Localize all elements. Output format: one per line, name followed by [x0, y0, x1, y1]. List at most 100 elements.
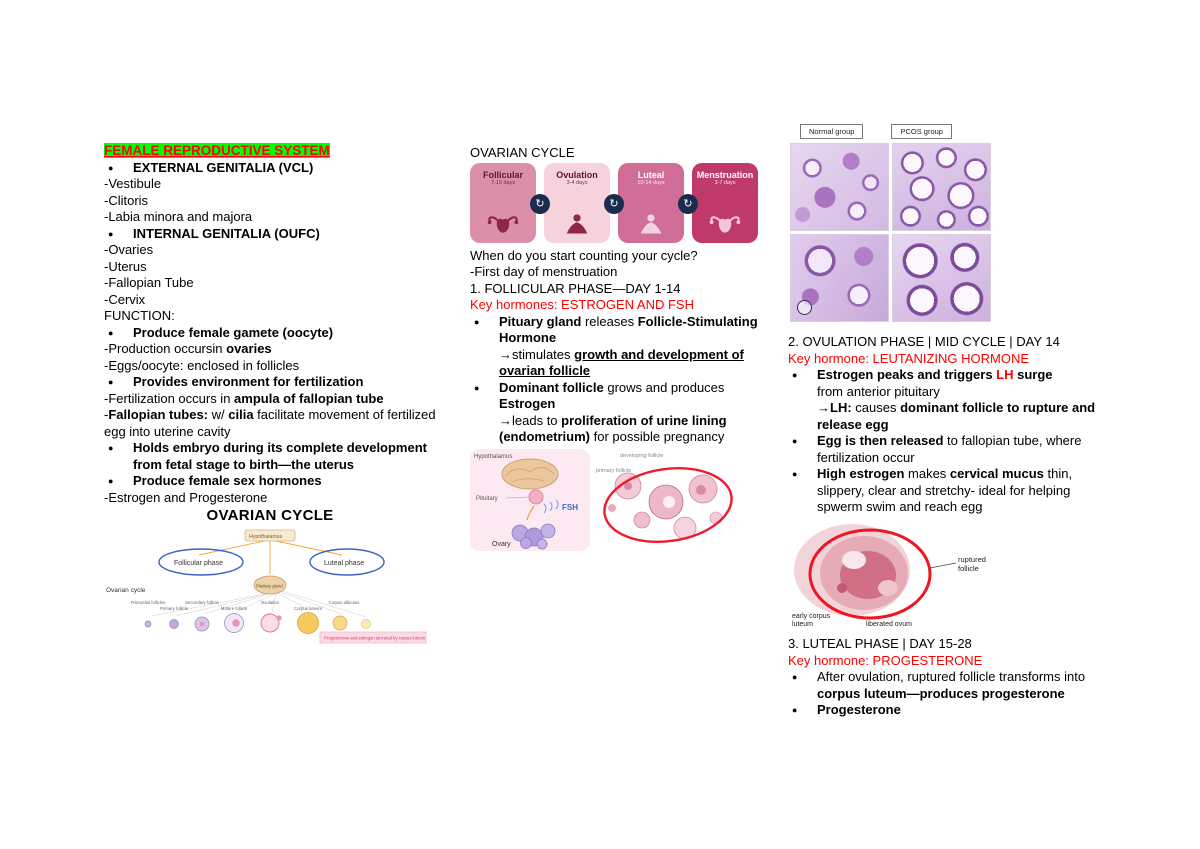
tissue-dot	[837, 582, 847, 593]
stage-label: Ovulation	[261, 600, 280, 605]
text-segment: growth and development of ovarian follic…	[499, 346, 744, 379]
phase-days: 7-10 days	[490, 179, 516, 186]
text-segment: Dominant follicle	[499, 379, 604, 395]
text-line: -Fallopian Tube	[104, 275, 194, 290]
text-segment: dominant follicle to rupture and release…	[817, 400, 1096, 432]
text-segment: corpus luteum—produces progesterone	[817, 685, 1065, 701]
red-annotation-ellipse	[603, 466, 733, 543]
function-heading: FUNCTION:	[104, 308, 175, 323]
text-segment: Produce female sex hormones	[133, 473, 322, 488]
pituitary-label: Pituitary gland	[256, 584, 283, 589]
text-segment: LH	[996, 367, 1014, 382]
text-segment: for possible pregnancy	[590, 429, 725, 444]
text-line: -Clitoris	[104, 192, 149, 208]
bullet-icon: ●	[108, 228, 114, 239]
question-line: When do you start counting your cycle?	[470, 247, 698, 263]
fsh-label: FSH	[562, 503, 578, 512]
text-segment: →stimulates	[499, 346, 575, 362]
stage-label: Corpus luteum	[294, 606, 322, 611]
follicle-histology	[603, 466, 733, 543]
diagram-banner	[319, 631, 427, 644]
cycle-phases-figure: Follicular 7-10 days ↻ Ovulation 3-4 day…	[470, 162, 760, 245]
arrow-line: →stimulates growth and development of ov…	[470, 347, 762, 380]
text-segment: LH:	[830, 400, 852, 415]
ruptured-follicle-label-2: follicle	[958, 564, 979, 573]
text-segment: Fallopian tubes:	[108, 407, 209, 422]
text-segment: Holds embryo during its complete develop…	[133, 440, 427, 472]
text-segment: to fallopian tube, where fertilization o…	[817, 433, 1082, 465]
person-icon	[640, 213, 662, 233]
bullet-icon: ●	[792, 705, 798, 715]
phase-name: Ovulation	[556, 169, 598, 180]
list-item-corpus-luteum: ●After ovulation, ruptured follicle tran…	[788, 669, 1098, 702]
luteal-phase-label: Luteal phase	[324, 560, 364, 567]
text-segment: Egg is then released	[817, 433, 944, 448]
developing-follicle-label: developing follicle	[620, 453, 663, 459]
ovarian-cycle-heading-2: OVARIAN CYCLE	[470, 145, 575, 160]
bullet-icon: ●	[792, 469, 798, 479]
phase-luteal: Luteal 10-14 days	[618, 162, 684, 243]
text-segment: cilia	[228, 407, 254, 422]
bullet-icon: ●	[108, 443, 114, 453]
text-segment: After ovulation, ruptured follicle trans…	[817, 669, 1086, 684]
caption-pcos-group: PCOS group	[891, 124, 952, 139]
text-line: -Fallopian tubes: w/ cilia facilitate mo…	[104, 407, 436, 440]
list-item-embryo: ● Holds embryo during its complete develo…	[104, 440, 436, 473]
phase2-key-hormone: Key hormone: LEUTANIZING HORMONE	[788, 350, 1030, 366]
ovary-shape	[511, 523, 556, 549]
column-left: FEMALE REPRODUCTIVE SYSTEM ●EXTERNAL GEN…	[104, 143, 436, 651]
cycle-arrow-icon: ↻	[678, 193, 698, 214]
follicular-phase-label: Follicular phase	[174, 560, 223, 567]
text-segment: Provides environment for fertilization	[133, 374, 364, 389]
text-segment: Produce female gamete (oocyte)	[133, 324, 334, 340]
bullet-icon: ●	[108, 162, 114, 173]
text-segment: -Fertilization occurs in	[104, 390, 235, 406]
fsh-pathway-figure: Hypothalamus Pituitary FSH Ovary	[470, 448, 733, 551]
text-segment: grows and produces	[603, 379, 725, 395]
text-segment: →leads to	[499, 412, 562, 428]
phase-name: Follicular	[482, 169, 523, 180]
list-item-gamete: ● Produce female gamete (oocyte)	[104, 325, 436, 342]
list-item-hormones: ●Produce female sex hormones	[104, 473, 436, 490]
bullet-icon: ●	[474, 382, 480, 393]
column-middle: OVARIAN CYCLE Follicular 7-10 days ↻ Ovu…	[470, 145, 762, 556]
text-line: from anterior pituitary	[817, 383, 940, 399]
stage-label: Corpus albicans	[329, 600, 360, 605]
diagram-banner-label: Progesterone and estrogen secreted by co…	[324, 636, 426, 641]
histology-panel-pcos-1	[892, 143, 991, 231]
bullet-icon: ●	[108, 327, 114, 338]
ruptured-follicle-label-1: ruptured	[958, 555, 986, 564]
red-annotation-ellipse	[808, 528, 932, 619]
text-segment: Progesterone	[817, 702, 901, 717]
luteal-phase-ellipse	[309, 548, 385, 576]
diagram-side-label: Ovarian cycle	[106, 587, 146, 594]
text-segment: cervical mucus	[949, 466, 1044, 481]
hormone-arrows	[198, 540, 343, 574]
text-line: -Production occursin ovaries	[104, 341, 436, 358]
text-segment: Estrogen	[499, 396, 556, 411]
list-item-egg-released: ●Egg is then released to fallopian tube,…	[788, 433, 1098, 466]
text-segment: EXTERNAL GENITALIA (VCL)	[133, 159, 314, 175]
text-segment: Follicle-Stimulating Hormone	[499, 313, 758, 346]
text-segment: thin, slippery, clear and stretchy- idea…	[817, 466, 1073, 514]
text-segment: Estrogen peaks and triggers	[817, 367, 997, 382]
phase-ovulation: Ovulation 3-4 days	[544, 162, 610, 243]
text-segment: facilitate movement of fertilized egg in…	[104, 407, 436, 439]
arrow-line: →leads to proliferation of urine lining …	[470, 413, 762, 446]
text-segment: INTERNAL GENITALIA (OUFC)	[133, 225, 320, 241]
phase-menstruation: Menstruation 3-7 days	[692, 162, 758, 243]
follicle-stage-shapes	[144, 612, 371, 634]
hypothalamus-label: Hypothalamus	[474, 454, 512, 460]
bullet-icon: ●	[474, 316, 480, 327]
figure-captions: Normal group PCOS group	[800, 124, 994, 139]
cycle-arrow-icon: ↻	[530, 193, 550, 214]
text-segment: High estrogen	[817, 466, 905, 481]
text-segment: Pituary gland	[499, 313, 582, 329]
text-segment: ovaries	[226, 341, 272, 356]
liberated-ovum-label: liberated ovum	[866, 621, 912, 628]
histology-panel-normal-2	[790, 234, 889, 322]
text-segment: ampula of fallopian tube	[234, 390, 384, 406]
text-segment: -Production occursin	[104, 341, 227, 356]
list-item-environment: ●Provides environment for fertilization	[104, 374, 436, 391]
list-item-dominant-follicle: ● Dominant follicle grows and produces Es…	[470, 380, 762, 413]
